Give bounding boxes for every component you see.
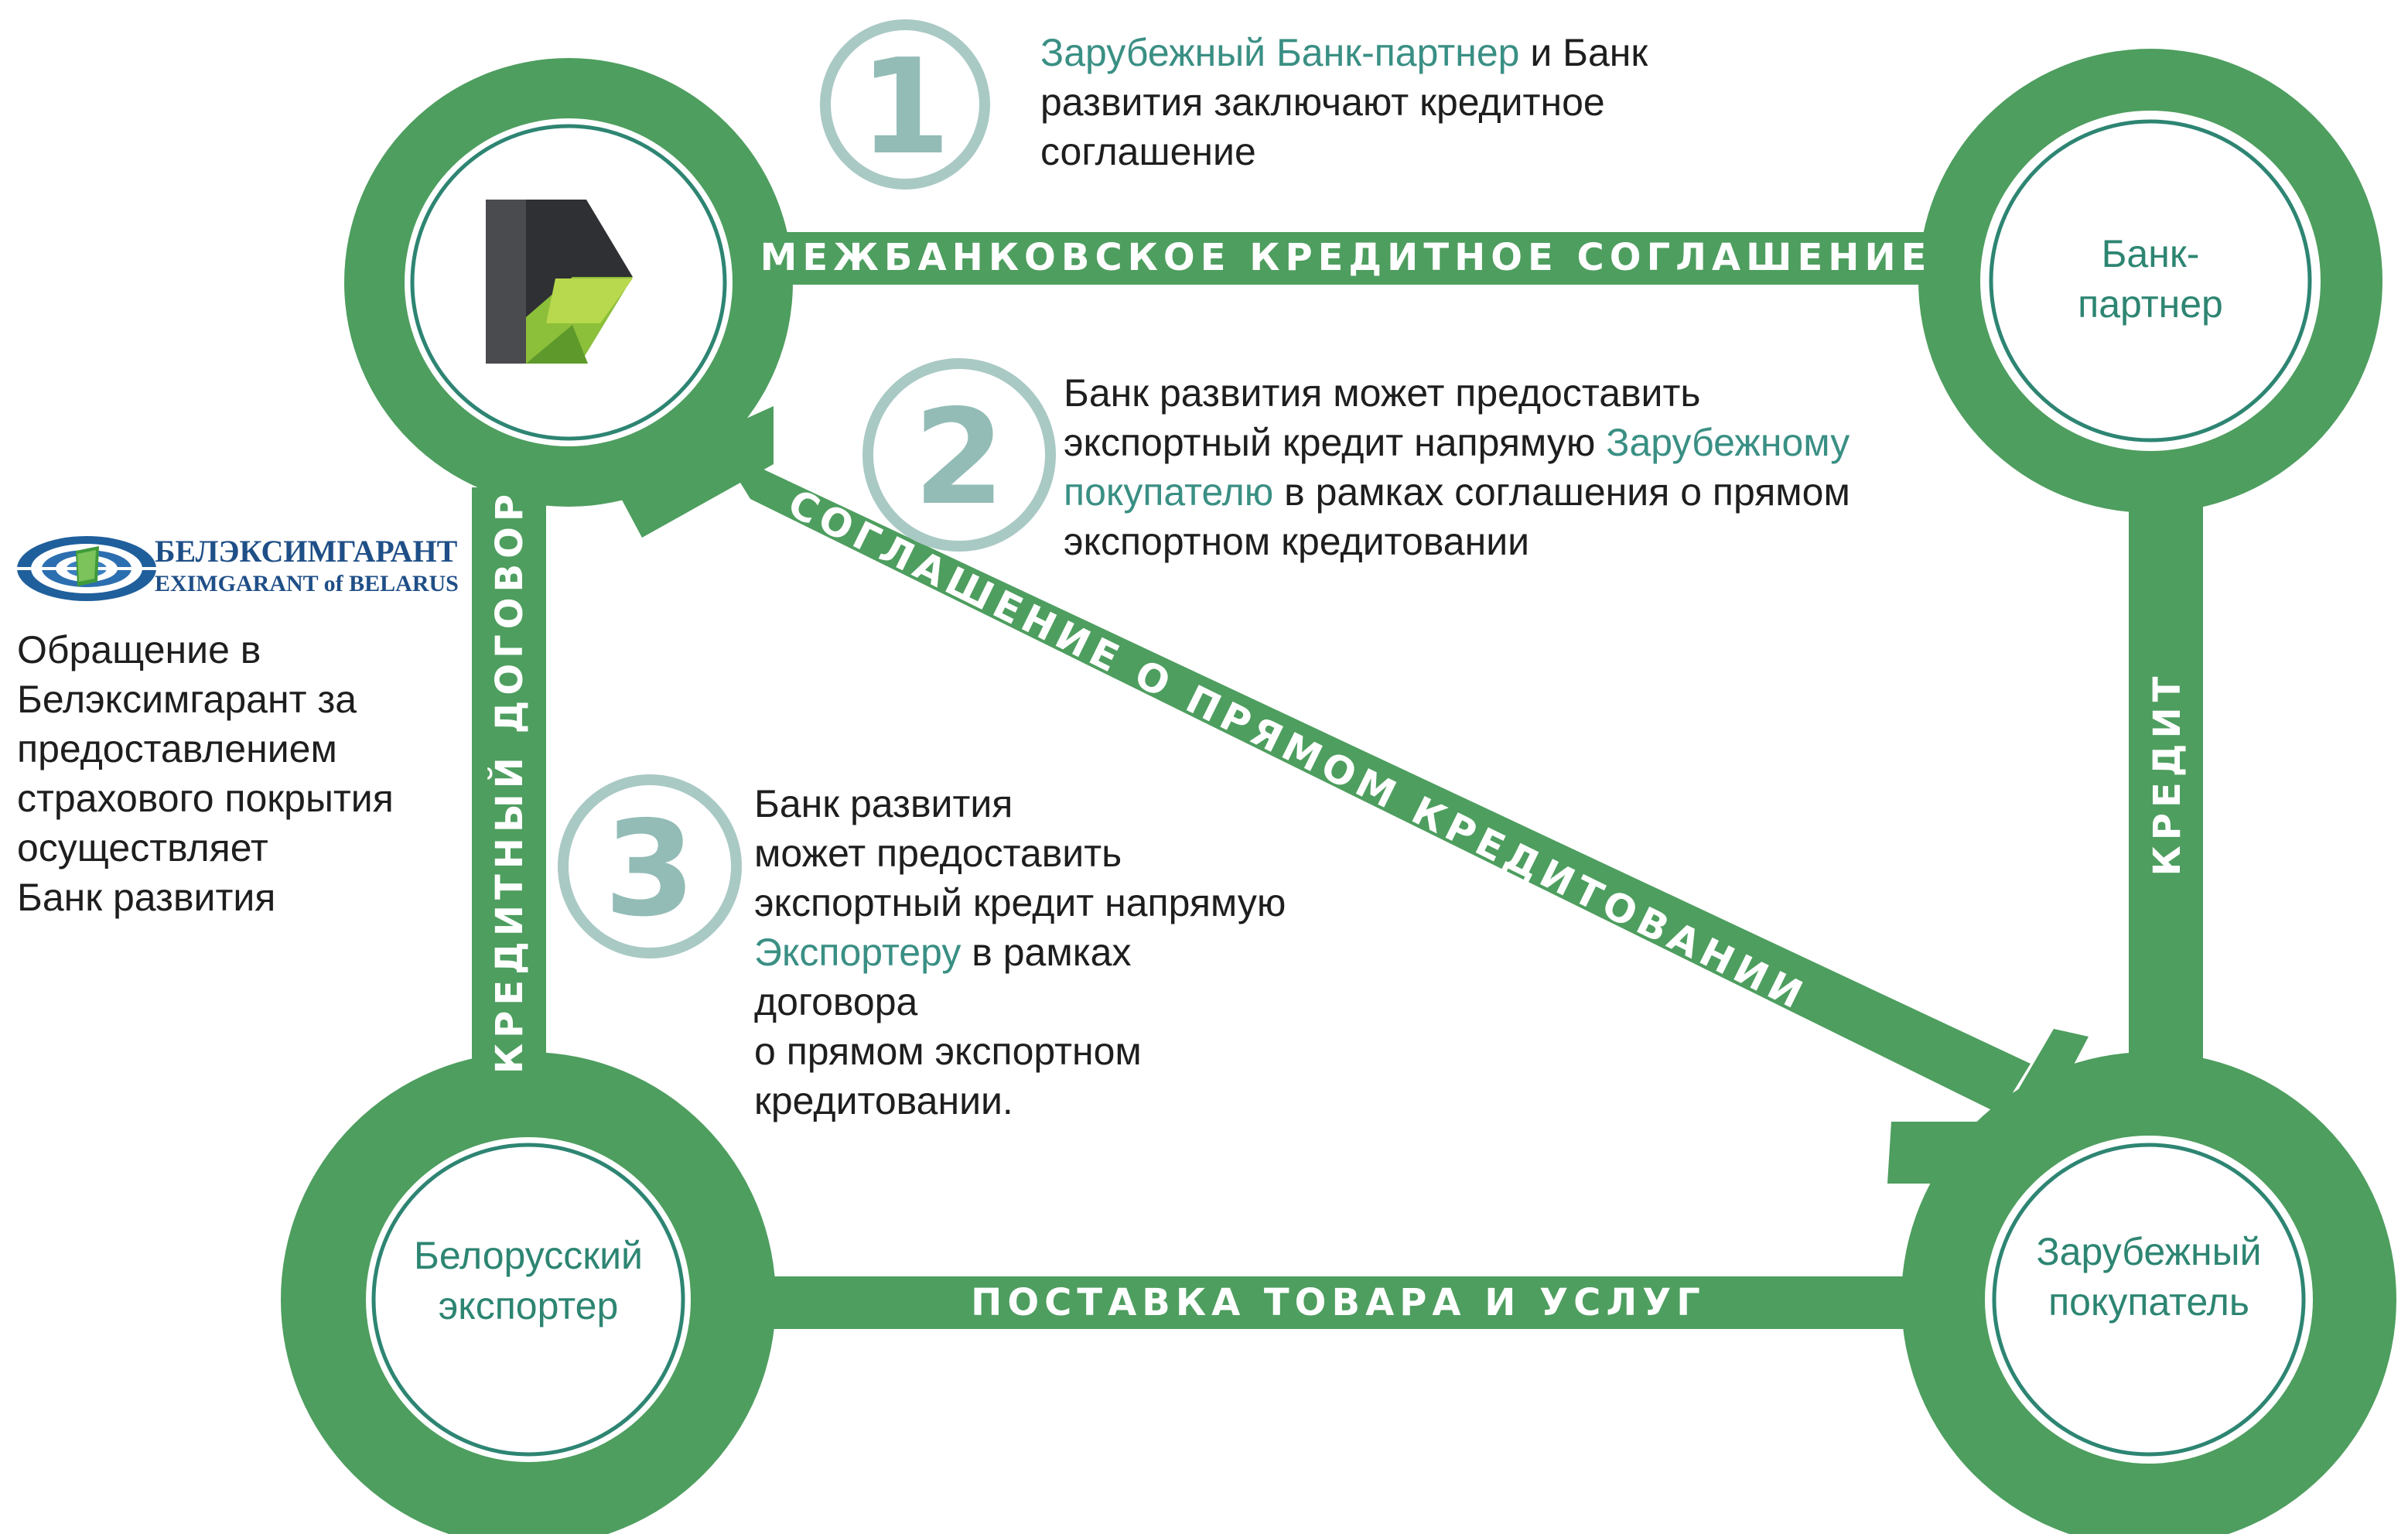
description-line: Банк развития bbox=[754, 779, 1286, 828]
description-text: кредитовании. bbox=[754, 1079, 1013, 1122]
insurer-note-line: предоставлением bbox=[17, 727, 337, 770]
description-text: и Банк bbox=[1519, 31, 1648, 74]
exporter-label-line2: экспортер bbox=[439, 1284, 619, 1327]
description-text: развития заключают кредитное bbox=[1040, 80, 1605, 124]
direct-lending-arrow-end bbox=[1887, 1029, 2089, 1184]
loan-contract-label: КРЕДИТНЫЙ ДОГОВОР bbox=[487, 489, 531, 1074]
direct-lending-band bbox=[719, 449, 2031, 1114]
description-line: экспортный кредит напрямую Зарубежному bbox=[1064, 418, 1850, 467]
description-text: соглашение bbox=[1040, 130, 1256, 173]
exporter-label-line1: Белорусский bbox=[414, 1234, 643, 1277]
description-line: экспортном кредитовании bbox=[1064, 517, 1850, 566]
credit-label: КРЕДИТ bbox=[2146, 671, 2189, 876]
node-foreign-buyer: Зарубежный покупатель bbox=[1901, 1052, 2396, 1534]
step-2-badge: 2 bbox=[862, 358, 1056, 552]
description-text: экспортный кредит напрямую bbox=[1064, 421, 1607, 464]
node-partner-bank: Банк- партнер bbox=[1918, 49, 2382, 513]
credit-band bbox=[2129, 487, 2203, 1060]
insurer-note-line: страхового покрытия bbox=[17, 777, 394, 820]
eximgarant-name-en: EXIMGARANT of BELARUS bbox=[155, 571, 459, 596]
description-text: в рамках соглашения о прямом bbox=[1273, 470, 1850, 514]
node-inner-ring bbox=[410, 124, 727, 441]
supply-label: ПОСТАВКА ТОВАРА И УСЛУГ bbox=[971, 1281, 1706, 1324]
step-3-description: Банк развития может предоставить экспортны… bbox=[754, 779, 1286, 1126]
node-disc bbox=[366, 1137, 691, 1462]
loan-contract-band bbox=[472, 487, 546, 1075]
node-disc bbox=[1985, 1136, 2313, 1464]
eximgarant-name-ru: БЕЛЭКСИМГАРАНТ bbox=[155, 534, 458, 569]
description-line: покупателю в рамках соглашения о прямом bbox=[1064, 467, 1850, 517]
highlighted-term: покупателю bbox=[1064, 470, 1274, 514]
description-line: кредитовании. bbox=[754, 1076, 1286, 1126]
insurer-note-line: Банк развития bbox=[17, 876, 276, 919]
description-line: соглашение bbox=[1040, 127, 1648, 176]
direct-lending-arrow-start bbox=[611, 406, 774, 538]
description-line: экспортный кредит напрямую bbox=[754, 878, 1286, 928]
description-text: Банк развития bbox=[754, 782, 1013, 825]
description-line: может предоставить bbox=[754, 828, 1286, 878]
step-3-number: 3 bbox=[604, 793, 695, 946]
description-line: Зарубежный Банк-партнер и Банк bbox=[1040, 28, 1648, 77]
interbank-agreement-label: МЕЖБАНКОВСКОЕ КРЕДИТНОЕ СОГЛАШЕНИЕ bbox=[760, 236, 1932, 279]
supply-band bbox=[696, 1276, 1980, 1329]
node-inner-ring bbox=[1992, 1143, 2306, 1457]
partner-bank-label-line2: партнер bbox=[2078, 282, 2223, 326]
description-text: о прямом экспортном bbox=[754, 1030, 1142, 1073]
description-line: о прямом экспортном bbox=[754, 1027, 1286, 1076]
insurer-note-line: Обращение в bbox=[17, 628, 261, 671]
description-line: Экспортеру в рамках bbox=[754, 928, 1286, 977]
description-text: может предоставить bbox=[754, 832, 1122, 875]
description-text: экспортном кредитовании bbox=[1064, 520, 1530, 563]
foreign-buyer-label-line1: Зарубежный bbox=[2036, 1230, 2261, 1273]
description-line: договора bbox=[754, 977, 1286, 1027]
highlighted-term: Экспортеру bbox=[754, 931, 961, 974]
eximgarant-logo-icon bbox=[17, 536, 156, 601]
interbank-band bbox=[750, 232, 1942, 285]
insurer-note-line: осуществляет bbox=[17, 826, 268, 869]
node-inner-ring bbox=[1989, 119, 2312, 442]
description-text: Банк развития может предоставить bbox=[1064, 371, 1701, 415]
description-text: в рамках bbox=[961, 931, 1132, 974]
node-development-bank bbox=[344, 58, 793, 507]
foreign-buyer-label-line2: покупатель bbox=[2048, 1280, 2249, 1324]
node-disc bbox=[1980, 111, 2321, 451]
highlighted-term: Зарубежному bbox=[1606, 421, 1850, 464]
step-1-badge: 1 bbox=[820, 19, 990, 190]
description-text: экспортный кредит напрямую bbox=[754, 881, 1286, 924]
description-line: развития заключают кредитное bbox=[1040, 77, 1648, 127]
development-bank-logo-icon bbox=[486, 200, 633, 364]
insurer-note: Обращение в Белэксимгарант за предоставл… bbox=[17, 625, 450, 922]
insurer-note-line: Белэксимгарант за bbox=[17, 678, 357, 721]
step-3-badge: 3 bbox=[558, 774, 742, 958]
step-2-number: 2 bbox=[914, 381, 1005, 535]
description-text: договора bbox=[754, 980, 918, 1023]
node-inner-ring bbox=[371, 1143, 685, 1457]
highlighted-term: Зарубежный Банк-партнер bbox=[1040, 31, 1520, 74]
step-1-number: 1 bbox=[859, 31, 951, 184]
node-exporter: Белорусский экспортер bbox=[281, 1052, 776, 1534]
partner-bank-label-line1: Банк- bbox=[2102, 232, 2200, 275]
description-line: Банк развития может предоставить bbox=[1064, 368, 1850, 418]
